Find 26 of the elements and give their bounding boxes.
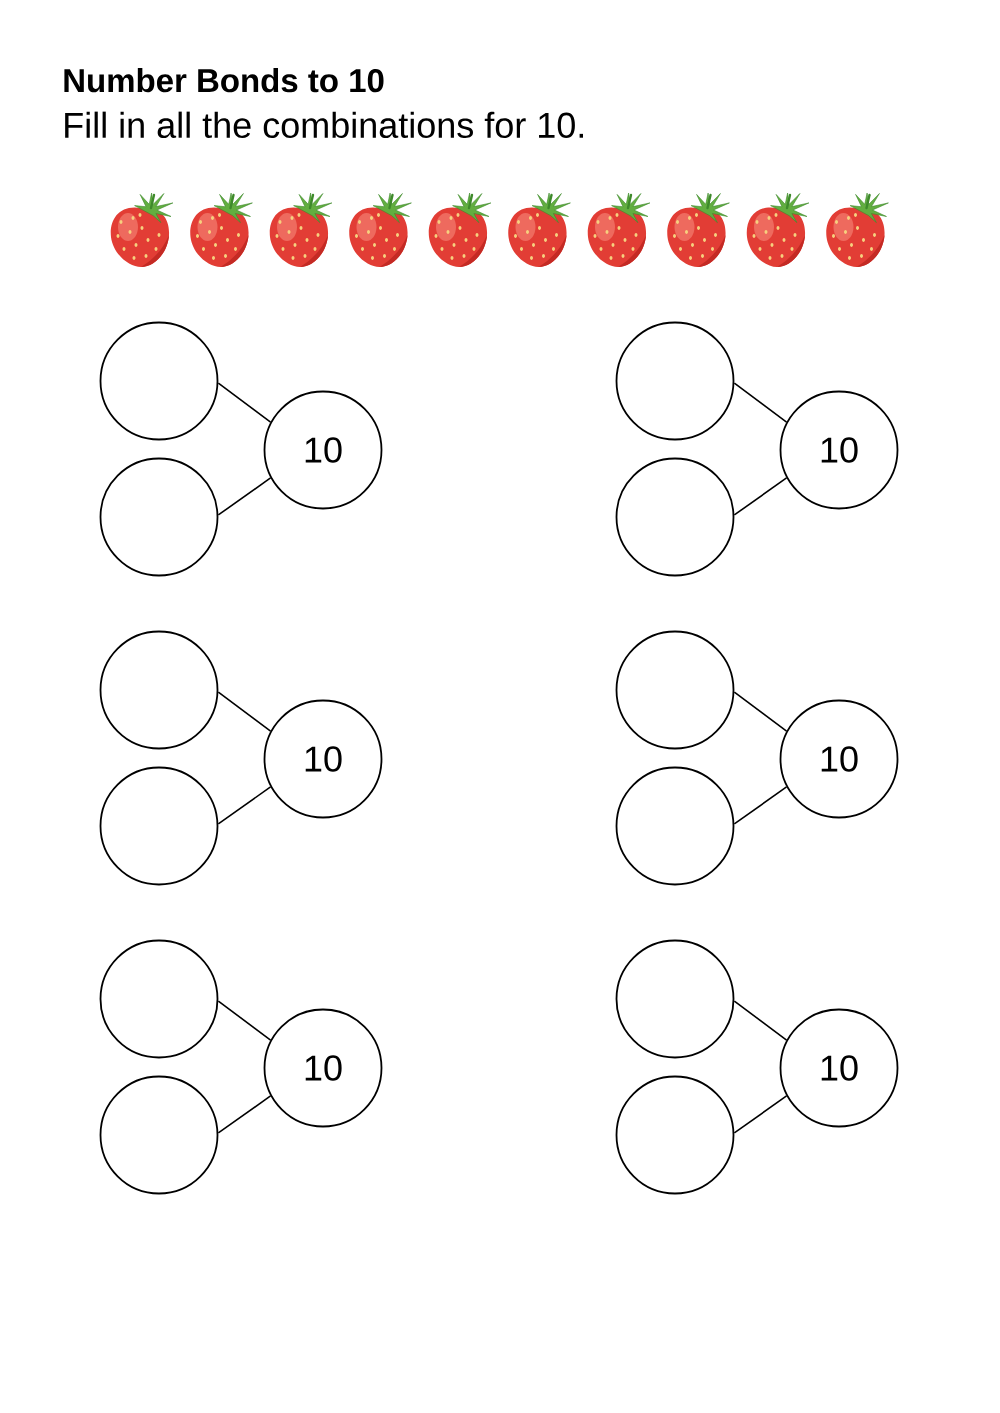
answer-circle [99, 766, 219, 886]
answer-circle [99, 321, 219, 441]
connector-line [733, 477, 788, 516]
connector-line [217, 1000, 272, 1041]
answer-circle [615, 321, 735, 441]
connector-line [733, 691, 788, 732]
answer-circle [615, 630, 735, 750]
connector-line [733, 786, 788, 825]
answer-circle [615, 766, 735, 886]
answer-circle [99, 939, 219, 1059]
answer-circle [99, 630, 219, 750]
answer-circle [99, 457, 219, 577]
answer-circle [615, 1075, 735, 1195]
connector-line [217, 786, 272, 825]
connector-line [217, 382, 272, 423]
connector-line [733, 1000, 788, 1041]
connector-line [733, 1095, 788, 1134]
title: Number Bonds to 10 [64, 68, 384, 93]
answer-circle [99, 1075, 219, 1195]
connector-line [217, 477, 272, 516]
connector-line [217, 1095, 272, 1134]
answer-circle [615, 939, 735, 1059]
connector-line [733, 382, 788, 423]
instruction-text: Fill in all the combinations for 10. [65, 111, 583, 139]
answer-circle [615, 457, 735, 577]
connector-line [217, 691, 272, 732]
